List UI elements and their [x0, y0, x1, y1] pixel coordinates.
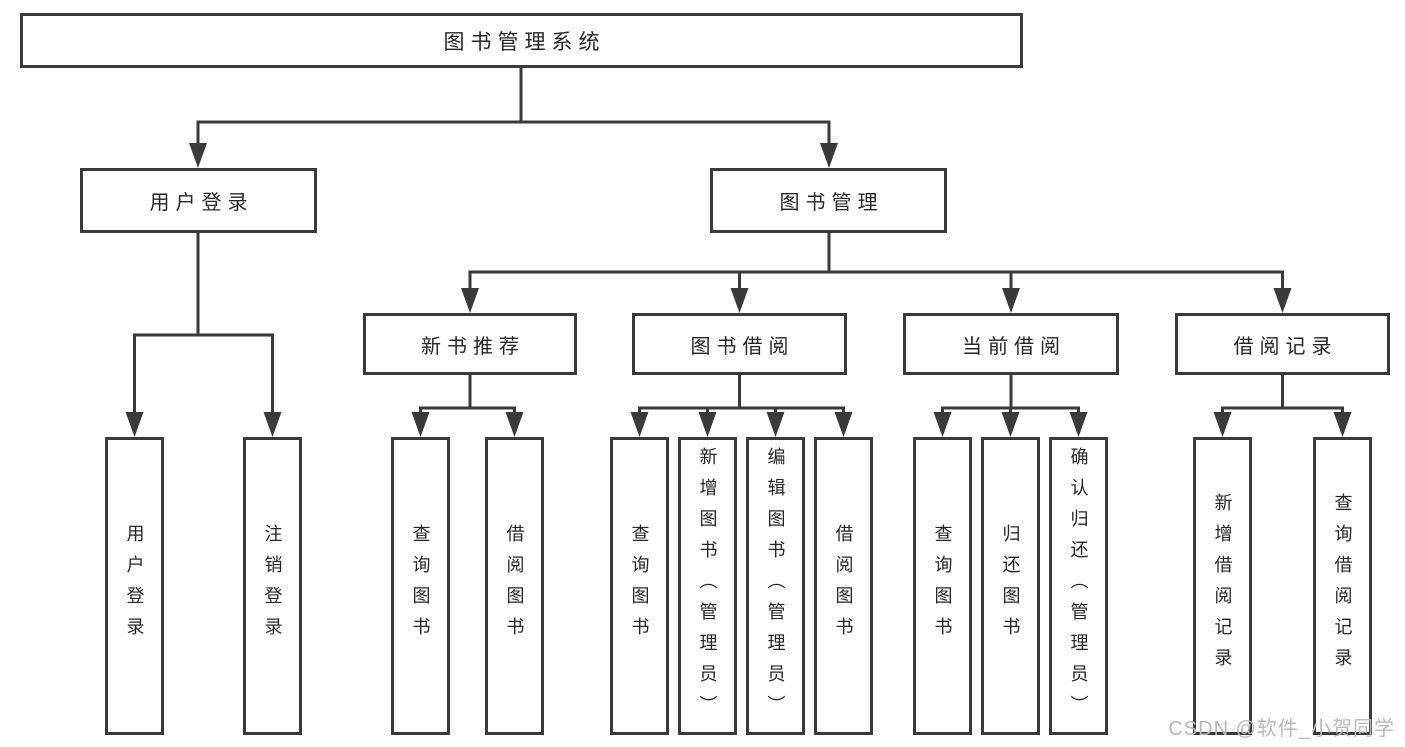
leaf-return-books: 归还图书 [981, 437, 1040, 735]
node-book-borrow: 图书借阅 [632, 313, 847, 375]
leaf-confirm-return-admin: 确认归还（管理员） [1049, 437, 1108, 735]
leaf-label: 查询借阅记录 [1332, 493, 1353, 679]
node-current-borrow: 当前借阅 [903, 313, 1119, 375]
node-label: 借阅记录 [1233, 335, 1338, 358]
node-new-book-recommend: 新书推荐 [363, 313, 577, 375]
node-label: 图书管理 [779, 192, 884, 214]
leaf-label: 归还图书 [1000, 524, 1021, 648]
leaf-user-login: 用户登录 [105, 437, 164, 735]
node-user-login: 用户登录 [80, 168, 317, 233]
leaf-edit-books-admin: 编辑图书（管理员） [746, 437, 805, 735]
leaf-query-books-recommend: 查询图书 [391, 437, 450, 735]
node-label: 用户登录 [149, 192, 254, 214]
leaf-borrow-books: 借阅图书 [814, 437, 873, 735]
node-label: 新书推荐 [421, 335, 525, 358]
leaf-label: 注销登录 [262, 524, 283, 648]
node-label: 图书借阅 [690, 335, 795, 358]
leaf-label: 借阅图书 [504, 524, 525, 648]
leaf-label: 查询图书 [629, 524, 650, 648]
node-label: 当前借阅 [962, 335, 1066, 358]
node-borrow-records: 借阅记录 [1175, 313, 1390, 375]
node-system-root: 图书管理系统 [20, 13, 1023, 68]
leaf-logout: 注销登录 [243, 437, 302, 735]
leaf-borrow-books-recommend: 借阅图书 [485, 437, 544, 735]
leaf-label: 新增借阅记录 [1212, 493, 1233, 679]
node-label: 图书管理系统 [443, 30, 606, 54]
csdn-watermark: CSDN @软件_小贺同学 [1168, 718, 1395, 740]
node-book-management: 图书管理 [710, 168, 947, 233]
leaf-query-books-borrow: 查询图书 [610, 437, 669, 735]
leaf-label: 确认归还（管理员） [1068, 446, 1089, 726]
leaf-query-borrow-record: 查询借阅记录 [1313, 437, 1372, 735]
leaf-add-books-admin: 新增图书（管理员） [678, 437, 737, 735]
leaf-label: 新增图书（管理员） [697, 446, 718, 726]
leaf-query-books-current: 查询图书 [913, 437, 972, 735]
leaf-label: 借阅图书 [833, 524, 854, 648]
leaf-label: 用户登录 [124, 524, 145, 648]
leaf-label: 编辑图书（管理员） [765, 446, 786, 726]
leaf-label: 查询图书 [410, 524, 431, 648]
leaf-add-borrow-record: 新增借阅记录 [1193, 437, 1252, 735]
leaf-label: 查询图书 [932, 524, 953, 648]
